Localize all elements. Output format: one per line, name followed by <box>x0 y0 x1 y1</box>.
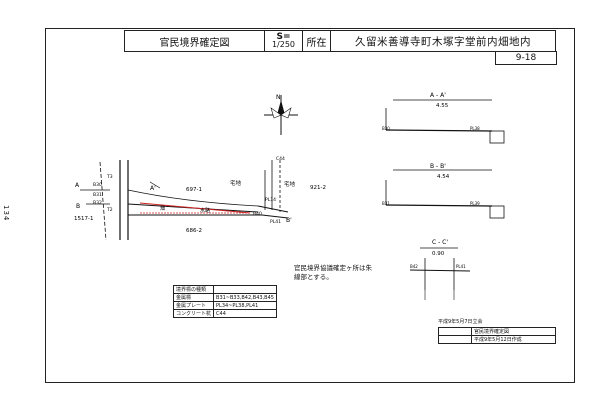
table-cell-value: PL34~PL38,PL41 <box>213 301 277 310</box>
section-b: B - B' 4.54 B31 PL39 <box>382 163 505 219</box>
svg-text:宅地: 宅地 <box>230 179 242 187</box>
svg-text:A: A <box>75 182 80 189</box>
witness-date: 平成9年5月7日立会 <box>438 319 483 325</box>
svg-text:PL38: PL38 <box>470 126 480 131</box>
svg-text:C44: C44 <box>276 156 285 162</box>
table-row: 金属標 B31~B33,B42,B43,B45 <box>172 293 277 302</box>
table-cell-label: 金属標 <box>172 293 215 302</box>
table-row: 平成9年5月12日作成 <box>438 335 556 344</box>
section-c: C - C' 0.90 B42 PL41 <box>409 239 471 300</box>
svg-text:1517-1: 1517-1 <box>74 216 93 222</box>
table-cell-label <box>438 327 472 336</box>
svg-text:B: B <box>76 203 80 210</box>
sheet-border <box>45 28 575 383</box>
road-plan: A A' B B' 697-1 921-2 1517-1 686-2 宅地 宅地… <box>74 156 326 241</box>
svg-text:B31: B31 <box>93 192 102 198</box>
svg-text:畑: 畑 <box>160 205 165 212</box>
svg-text:PL39: PL39 <box>470 201 480 206</box>
north-arrow: N <box>264 94 298 135</box>
svg-text:686-2: 686-2 <box>186 228 202 234</box>
svg-text:B31: B31 <box>382 201 390 206</box>
table-cell-label <box>438 335 472 344</box>
boundary-marker-table: 境界標の種類 金属標 B31~B33,B42,B43,B45 金属プレート PL… <box>172 285 277 318</box>
svg-text:PL41: PL41 <box>270 219 281 225</box>
location-value: 久留米善導寺町木塚字堂前内畑地内 <box>355 35 531 48</box>
svg-text:921-2: 921-2 <box>310 185 326 191</box>
boundary-notice: 官民境界協議確定ヶ所は朱 線部とする。 <box>294 264 394 282</box>
svg-text:4.54: 4.54 <box>437 174 450 180</box>
svg-text:A': A' <box>150 185 156 192</box>
svg-text:PL41: PL41 <box>456 264 466 269</box>
table-cell-value: C44 <box>213 309 277 318</box>
svg-text:B32: B32 <box>93 200 102 206</box>
table-row: 境界標の種類 <box>172 285 277 294</box>
table-cell-label: 金属プレート <box>172 301 215 310</box>
svg-text:N: N <box>276 94 281 101</box>
table-cell-value <box>213 285 277 294</box>
svg-text:B42: B42 <box>410 264 418 269</box>
svg-text:B30: B30 <box>382 126 390 131</box>
svg-text:B40: B40 <box>253 211 262 217</box>
svg-text:B - B': B - B' <box>430 163 446 170</box>
table-cell-value: 平成9年5月12日作成 <box>471 335 556 344</box>
svg-text:水路: 水路 <box>200 207 210 214</box>
svg-text:0.90: 0.90 <box>432 251 445 257</box>
scale-symbol: S= <box>276 32 291 42</box>
svg-text:A - A': A - A' <box>430 92 446 99</box>
svg-text:B30: B30 <box>93 182 102 188</box>
document-title: 官民境界確定図 <box>125 31 265 51</box>
table-cell-label: コンクリート杭 <box>172 309 215 318</box>
scale-cell: S= 1/250 <box>265 31 303 51</box>
section-a: A - A' 4.55 B30 PL38 <box>382 92 505 144</box>
svg-text:T3: T3 <box>106 174 113 180</box>
scale-value: 1/250 <box>271 40 296 49</box>
svg-text:B': B' <box>286 217 292 224</box>
issuer-table: 官民境界確定図 平成9年5月12日作成 <box>438 327 556 344</box>
table-row: コンクリート杭 C44 <box>172 309 277 318</box>
table-row: 金属プレート PL34~PL38,PL41 <box>172 301 277 310</box>
drawing-number: 9-18 <box>495 51 557 65</box>
table-cell-label: 境界標の種類 <box>172 285 215 294</box>
svg-text:C - C': C - C' <box>432 239 448 246</box>
location-label: 所在 <box>303 31 331 51</box>
table-cell-value: 官民境界確定図 <box>471 327 556 336</box>
svg-text:宅地: 宅地 <box>284 180 296 188</box>
svg-text:T2: T2 <box>106 207 113 213</box>
svg-text:697-1: 697-1 <box>186 187 202 193</box>
issuer-block: 平成9年5月7日立会 官民境界確定図 平成9年5月12日作成 <box>438 318 556 344</box>
svg-text:PL14: PL14 <box>265 197 276 203</box>
table-row: 官民境界確定図 <box>438 327 556 336</box>
table-cell-value: B31~B33,B42,B43,B45 <box>213 293 277 302</box>
title-bar: 官民境界確定図 S= 1/250 所在 久留米善導寺町木塚字堂前内畑地内 <box>124 30 556 52</box>
notice-line: 線部とする。 <box>294 273 333 281</box>
notice-line: 官民境界協議確定ヶ所は朱 <box>294 264 372 272</box>
svg-text:4.55: 4.55 <box>436 103 449 109</box>
